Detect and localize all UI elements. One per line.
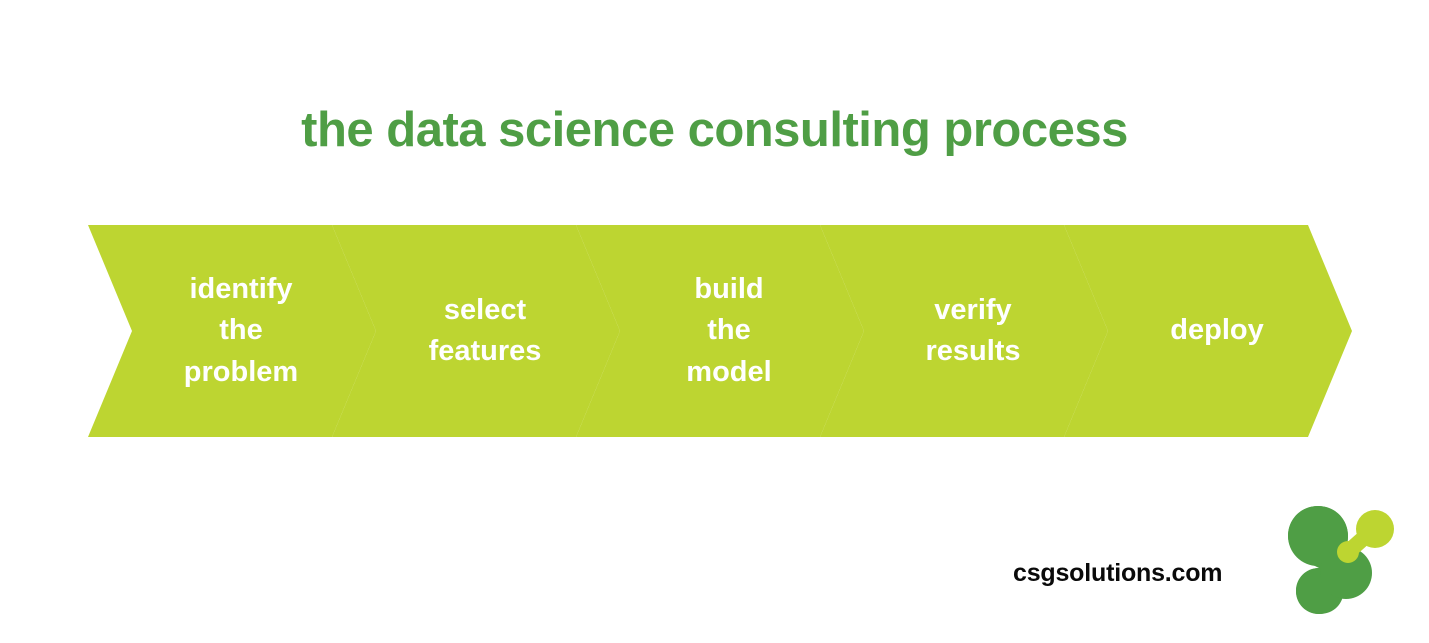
process-step-1-label: identify the problem: [183, 272, 299, 388]
site-url[interactable]: csgsolutions.com: [1013, 559, 1223, 587]
process-flow: identify the problem select features bui…: [88, 225, 1340, 437]
process-step-3[interactable]: build the model: [576, 225, 864, 437]
process-step-2-label: select features: [428, 293, 542, 367]
process-step-2[interactable]: select features: [332, 225, 620, 437]
process-step-3-label: build the model: [686, 272, 772, 388]
process-step-5-label: deploy: [1170, 314, 1264, 347]
process-step-5[interactable]: deploy: [1064, 225, 1352, 437]
page-title: the data science consulting process: [301, 103, 1128, 157]
process-step-1[interactable]: identify the problem: [88, 225, 376, 437]
process-step-4-label: verify results: [925, 293, 1021, 367]
process-step-4[interactable]: verify results: [820, 225, 1108, 437]
csg-solutions-logo-icon: [1282, 500, 1404, 630]
